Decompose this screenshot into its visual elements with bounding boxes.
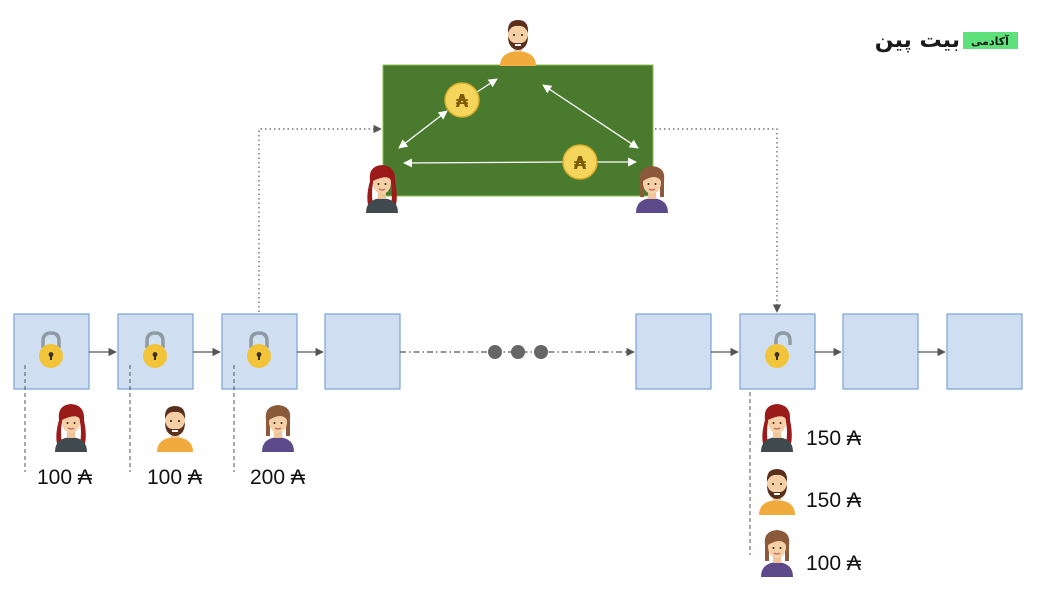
woman-brown-hair-avatar-icon — [635, 165, 669, 213]
coin-icon: ₳ — [444, 82, 480, 118]
channel-transfer-arrow — [403, 158, 564, 168]
logo-tag-background — [963, 32, 1018, 49]
channel-transfer-arrow — [542, 84, 639, 149]
balance-amount: 100 ₳ — [806, 552, 862, 575]
bearded-man-avatar-icon — [500, 20, 536, 66]
logo-name-text: بیت پین — [875, 28, 960, 53]
woman-red-hair-avatar-icon — [760, 403, 794, 452]
final-balance: 100 ₳ — [760, 529, 862, 577]
woman-brown-hair-avatar-icon — [760, 529, 794, 577]
final-balance: 150 ₳ — [759, 469, 862, 515]
logo-tag-text: آکادمی — [971, 34, 1009, 48]
coin-symbol: ₳ — [456, 91, 469, 112]
final-balance: 150 ₳ — [760, 403, 862, 452]
initial-balance: 100 ₳ — [147, 406, 203, 489]
block — [946, 313, 1023, 390]
channel-transfer-arrow — [476, 78, 498, 93]
initial-balance: 200 ₳ — [250, 404, 306, 489]
woman-red-hair-avatar-icon — [54, 403, 88, 452]
channel-open-connector — [258, 124, 382, 312]
woman-red-hair-avatar-icon — [365, 164, 399, 213]
brand-logo: آکادمی بیت پین — [875, 28, 1018, 53]
bearded-man-avatar-icon — [157, 406, 193, 452]
initial-balance: 100 ₳ — [37, 403, 93, 489]
balance-amount: 100 ₳ — [147, 466, 203, 489]
coin-symbol: ₳ — [574, 153, 587, 174]
block — [842, 313, 919, 390]
bearded-man-avatar-icon — [759, 469, 795, 515]
woman-brown-hair-avatar-icon — [261, 404, 295, 452]
balance-amount: 200 ₳ — [250, 466, 306, 489]
balance-amount: 150 ₳ — [806, 489, 862, 512]
block — [324, 313, 401, 390]
channel-transfer-arrow — [398, 110, 448, 149]
channel-close-connector — [655, 128, 782, 313]
ellipsis-icon — [488, 345, 548, 359]
coin-icon: ₳ — [562, 144, 598, 180]
block — [635, 313, 712, 390]
balance-amount: 150 ₳ — [806, 427, 862, 450]
balance-amount: 100 ₳ — [37, 466, 93, 489]
